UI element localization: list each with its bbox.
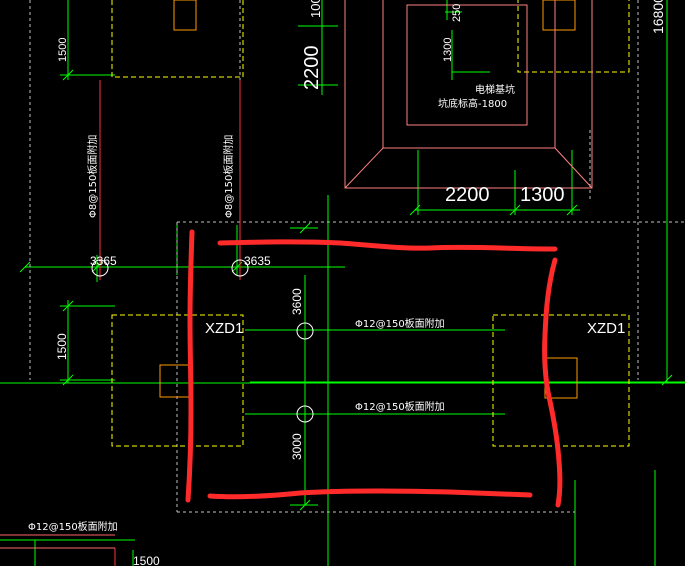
foundation-top-right <box>517 0 630 73</box>
axis-bubbles <box>91 259 314 423</box>
dim-1300-pit-vertical: 1300 <box>442 38 454 62</box>
axis-lines <box>99 80 241 566</box>
dim-100-top: 100 <box>308 0 323 18</box>
dim-3365: 3365 <box>90 254 117 268</box>
markup-left-stroke <box>185 229 195 503</box>
dim-3635: 3635 <box>244 254 271 268</box>
axis-circle <box>91 259 109 277</box>
elevator-pit <box>344 0 593 189</box>
columns <box>159 0 578 399</box>
hidden-lines <box>29 0 685 513</box>
rebar-note-horizontal-1: Φ12@150板面附加 <box>355 317 445 330</box>
rebar-note-bottom-left: Φ12@150板面附加 <box>28 520 118 533</box>
xzd1-label-left: XZD1 <box>205 320 243 337</box>
rebar-note-vertical-2: Φ8@150板面附加 <box>222 135 235 218</box>
pit-inner <box>406 4 528 126</box>
rebar-lines <box>0 534 115 549</box>
foundation-top-left <box>111 0 244 78</box>
dimension-texts: 1500 100 2200 250 1300 16800 2200 1300 3… <box>55 0 666 566</box>
rebar-note-horizontal-2: Φ12@150板面附加 <box>355 400 445 413</box>
foundation-labels: XZD1 XZD1 <box>205 320 625 337</box>
dim-3600: 3600 <box>290 288 304 315</box>
axis-circle <box>231 259 249 277</box>
axis-circle <box>296 405 314 423</box>
dim-16800-right: 16800 <box>650 0 666 34</box>
axis-circle <box>296 322 314 340</box>
dim-2200-bottom: 2200 <box>445 184 490 206</box>
markup-right-stroke <box>542 257 563 508</box>
pit-name-label: 电梯基坑 <box>475 83 515 96</box>
markup-top-stroke <box>217 239 558 252</box>
dim-2200-pit-vertical: 2200 <box>301 46 323 91</box>
dim-1500-bottom-left: 1500 <box>133 554 160 566</box>
dim-3000: 3000 <box>290 433 304 460</box>
column-xzd1-left <box>159 364 193 398</box>
rebar-note-vertical-1: Φ8@150板面附加 <box>86 135 99 218</box>
column-top-right <box>542 0 576 31</box>
dim-1300-bottom: 1300 <box>520 184 565 206</box>
markup-bottom-stroke <box>207 488 533 500</box>
xzd1-label-right: XZD1 <box>587 320 625 337</box>
column-top-left <box>173 0 197 31</box>
dim-1500-left: 1500 <box>55 333 69 360</box>
dim-250-pit: 250 <box>451 4 463 22</box>
foundation-outlines <box>111 0 630 447</box>
pit-level-label: 坑底标高-1800 <box>438 97 507 110</box>
foundation-xzd1-left <box>111 314 244 447</box>
note-texts: 电梯基坑 坑底标高-1800 Φ8@150板面附加 Φ8@150板面附加 Φ12… <box>28 83 515 533</box>
freehand-red-rectangle <box>185 229 563 508</box>
dim-1500-top-left: 1500 <box>57 38 69 62</box>
foundation-xzd1-right <box>492 314 630 447</box>
